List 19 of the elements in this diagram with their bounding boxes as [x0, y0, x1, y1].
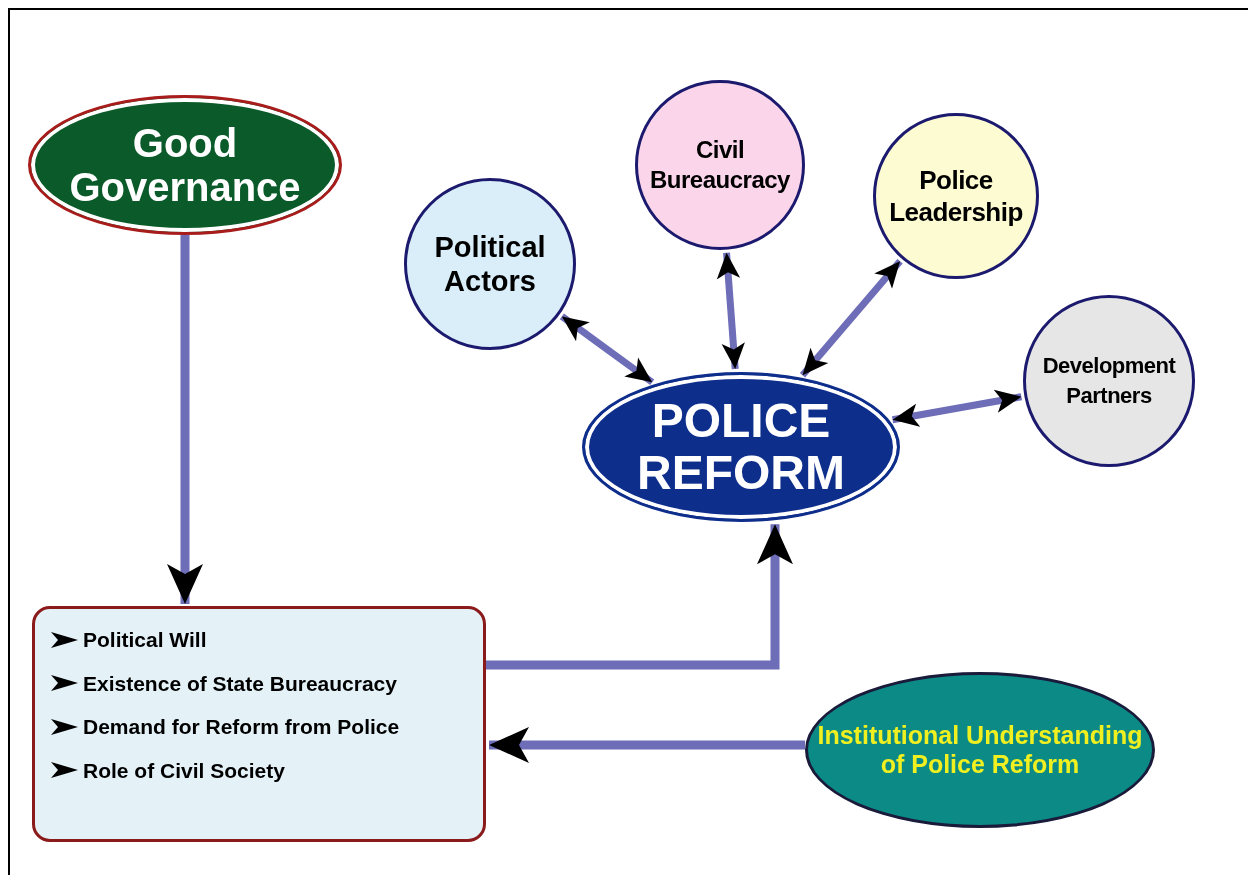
node-label: Institutional Understanding of Police Reform	[816, 721, 1144, 779]
node-label: Police Leadership	[888, 164, 1024, 228]
connector-arrow	[799, 259, 903, 378]
list-box	[32, 606, 486, 842]
list-item: Political Will	[83, 627, 207, 653]
list-item: Existence of State Bureaucracy	[83, 670, 397, 697]
node-label: Development Partners	[1041, 352, 1177, 410]
node-label: Good Governance	[68, 121, 302, 209]
connector-arrow	[891, 389, 1023, 427]
connector-arrow	[167, 235, 203, 604]
node-label: POLICE REFORM	[636, 395, 846, 499]
node-label: Political Actors	[433, 230, 547, 298]
connector-arrow	[486, 524, 793, 670]
list-item: Role of Civil Society	[83, 757, 285, 784]
connector-arrow	[559, 313, 655, 386]
list-item: Demand for Reform from Police	[83, 714, 400, 740]
node-label: Civil Bureaucracy	[649, 135, 791, 195]
connector-arrow	[716, 252, 745, 370]
connector-arrow	[489, 727, 805, 763]
